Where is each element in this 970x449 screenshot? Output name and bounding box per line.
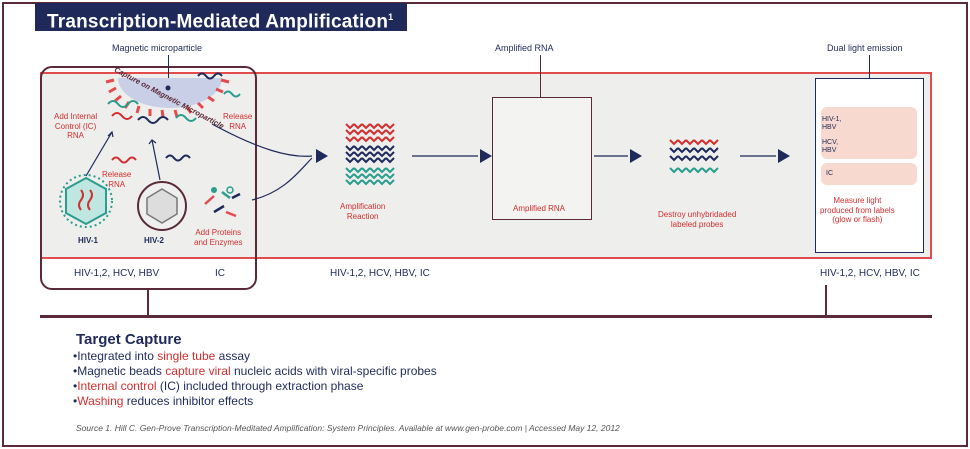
- target-capture-box: [40, 66, 257, 290]
- rna-chevron-row: [345, 157, 395, 164]
- rna-chevron-row: [345, 145, 395, 152]
- hiv2-label: HIV-2: [144, 236, 165, 245]
- callout-line: [168, 55, 169, 87]
- hiv1-label: HIV-1: [78, 236, 99, 245]
- rna-chevron-row: [345, 136, 395, 143]
- target-capture-list: Integrated into single tube assay Magnet…: [73, 349, 437, 409]
- amplification-targets-label: HIV-1,2, HCV, HBV, IC: [330, 268, 430, 279]
- dual-row2: HCV,HBV: [822, 139, 839, 155]
- rna-chevron-row: [669, 167, 719, 174]
- microparticle-icon: [118, 78, 222, 108]
- list-item: Washing reduces inhibitor effects: [73, 394, 437, 409]
- divider-line: [40, 315, 932, 318]
- dual-light-box: [815, 78, 924, 253]
- capture-ic-label: IC: [215, 268, 225, 279]
- rna-chevron-row: [669, 155, 719, 162]
- dual-row1: HIV-1,HBV: [822, 116, 842, 132]
- flow-arrows: [211, 123, 790, 201]
- rna-chevron-row: [345, 151, 395, 158]
- detection-targets-label: HIV-1,2, HCV, HBV, IC: [820, 268, 920, 279]
- capture-probes: [105, 78, 230, 118]
- rna-chevron-row: [669, 139, 719, 146]
- proteins-enzymes-icon: [204, 191, 241, 218]
- dual-panel-ic: [821, 163, 917, 185]
- capture-targets-label: HIV-1,2, HCV, HBV: [74, 268, 160, 279]
- amplified-rna-label: Amplified RNA: [513, 204, 566, 213]
- microparticle-dot: [165, 85, 171, 91]
- rna-chevron-row: [345, 167, 395, 174]
- callout-amplified-rna: Amplified RNA: [495, 43, 554, 53]
- dual-panel-top: [821, 107, 917, 159]
- rna-chevron-row: [669, 147, 719, 154]
- list-item: Integrated into single tube assay: [73, 349, 437, 364]
- list-item: Magnetic beads capture viral nucleic aci…: [73, 364, 437, 379]
- callout-line: [540, 55, 541, 98]
- hiv1-virus-icon: [65, 176, 107, 226]
- rna-chevron-row: [345, 129, 395, 136]
- connector-line: [147, 290, 149, 317]
- target-capture-title: Target Capture: [76, 331, 182, 348]
- rna-chevron-row: [345, 123, 395, 130]
- amplified-rna-box: [492, 97, 592, 220]
- callout-line: [869, 55, 870, 79]
- rna-chevron-row: [345, 179, 395, 186]
- rna-chevron-row: [345, 173, 395, 180]
- connector-line: [825, 285, 827, 317]
- list-item: Internal control (IC) included through e…: [73, 379, 437, 394]
- rna-strands: [107, 72, 241, 164]
- callout-dual-light: Dual light emission: [827, 43, 903, 53]
- callout-magnetic-microparticle: Magnetic microparticle: [112, 43, 203, 53]
- source-citation: Source 1. Hill C. Gen-Prove Transcriptio…: [76, 423, 620, 433]
- page-title: Transcription-Mediated Amplification1: [35, 3, 408, 32]
- dual-row3: IC: [826, 170, 833, 177]
